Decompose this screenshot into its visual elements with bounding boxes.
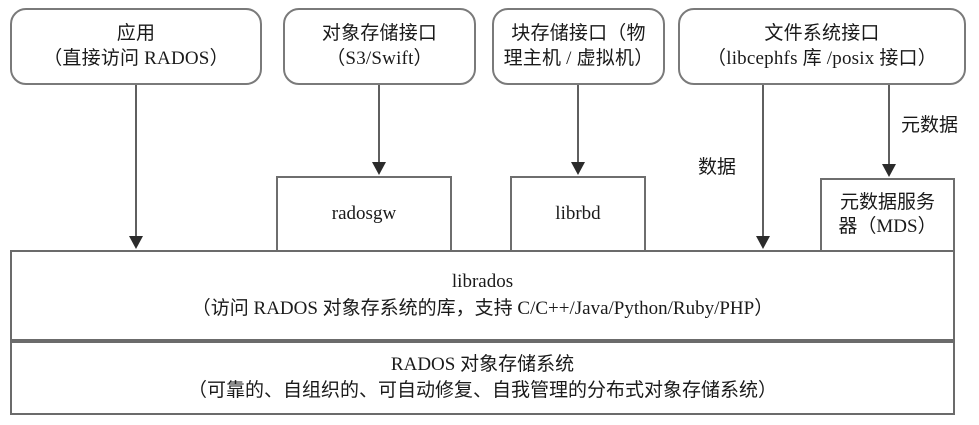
node-filesystem-interface-line2: （libcephfs 库 /posix 接口） (707, 47, 937, 69)
arrowhead-block-interface-to-librbd (571, 162, 585, 175)
layer-librados-subtitle: （访问 RADOS 对象存系统的库，支持 C/C++/Java/Python/R… (191, 297, 774, 319)
node-object-storage-interface[interactable]: 对象存储接口 （S3/Swift） (283, 8, 476, 85)
node-application-line1: 应用 (116, 23, 156, 45)
arrowhead-filesystem-to-librados (756, 236, 770, 249)
node-object-storage-interface-line1: 对象存储接口 (321, 23, 438, 45)
layer-rados-title: RADOS 对象存储系统 (390, 353, 575, 375)
node-librbd-label: librbd (555, 202, 601, 224)
layer-librados[interactable]: librados （访问 RADOS 对象存系统的库，支持 C/C++/Java… (10, 250, 955, 341)
node-filesystem-interface-line1: 文件系统接口 (764, 23, 880, 45)
arrowhead-application-to-librados (129, 236, 143, 249)
layer-librados-title: librados (451, 271, 514, 293)
layer-rados[interactable]: RADOS 对象存储系统 （可靠的、自组织的、可自动修复、自我管理的分布式对象存… (10, 341, 955, 415)
arrowhead-filesystem-to-mds (882, 164, 896, 177)
node-block-storage-interface-line1: 块存储接口（物 (511, 23, 646, 45)
node-application[interactable]: 应用 （直接访问 RADOS） (10, 8, 262, 85)
edge-label-metadata: 元数据 (901, 115, 959, 136)
node-radosgw[interactable]: radosgw (276, 176, 452, 252)
node-mds-line2: 器（MDS） (838, 216, 937, 237)
connector-block-interface-to-librbd (577, 85, 579, 163)
node-block-storage-interface-line2: 理主机 / 虚拟机） (503, 47, 654, 69)
arrowhead-object-interface-to-radosgw (372, 162, 386, 175)
connector-object-interface-to-radosgw (378, 85, 380, 163)
node-mds[interactable]: 元数据服务 器（MDS） (820, 178, 955, 252)
node-radosgw-label: radosgw (331, 202, 397, 224)
edge-label-data: 数据 (698, 157, 737, 178)
node-block-storage-interface[interactable]: 块存储接口（物 理主机 / 虚拟机） (492, 8, 665, 85)
connector-filesystem-to-mds (888, 85, 890, 165)
connector-application-to-librados (135, 85, 137, 237)
node-filesystem-interface[interactable]: 文件系统接口 （libcephfs 库 /posix 接口） (678, 8, 966, 85)
node-librbd[interactable]: librbd (510, 176, 646, 252)
node-object-storage-interface-line2: （S3/Swift） (326, 47, 433, 69)
node-mds-line1: 元数据服务 (839, 191, 935, 213)
layer-rados-subtitle: （可靠的、自组织的、可自动修复、自我管理的分布式对象存储系统） (187, 380, 777, 401)
connector-filesystem-to-librados (762, 85, 764, 237)
node-application-line2: （直接访问 RADOS） (43, 47, 229, 69)
